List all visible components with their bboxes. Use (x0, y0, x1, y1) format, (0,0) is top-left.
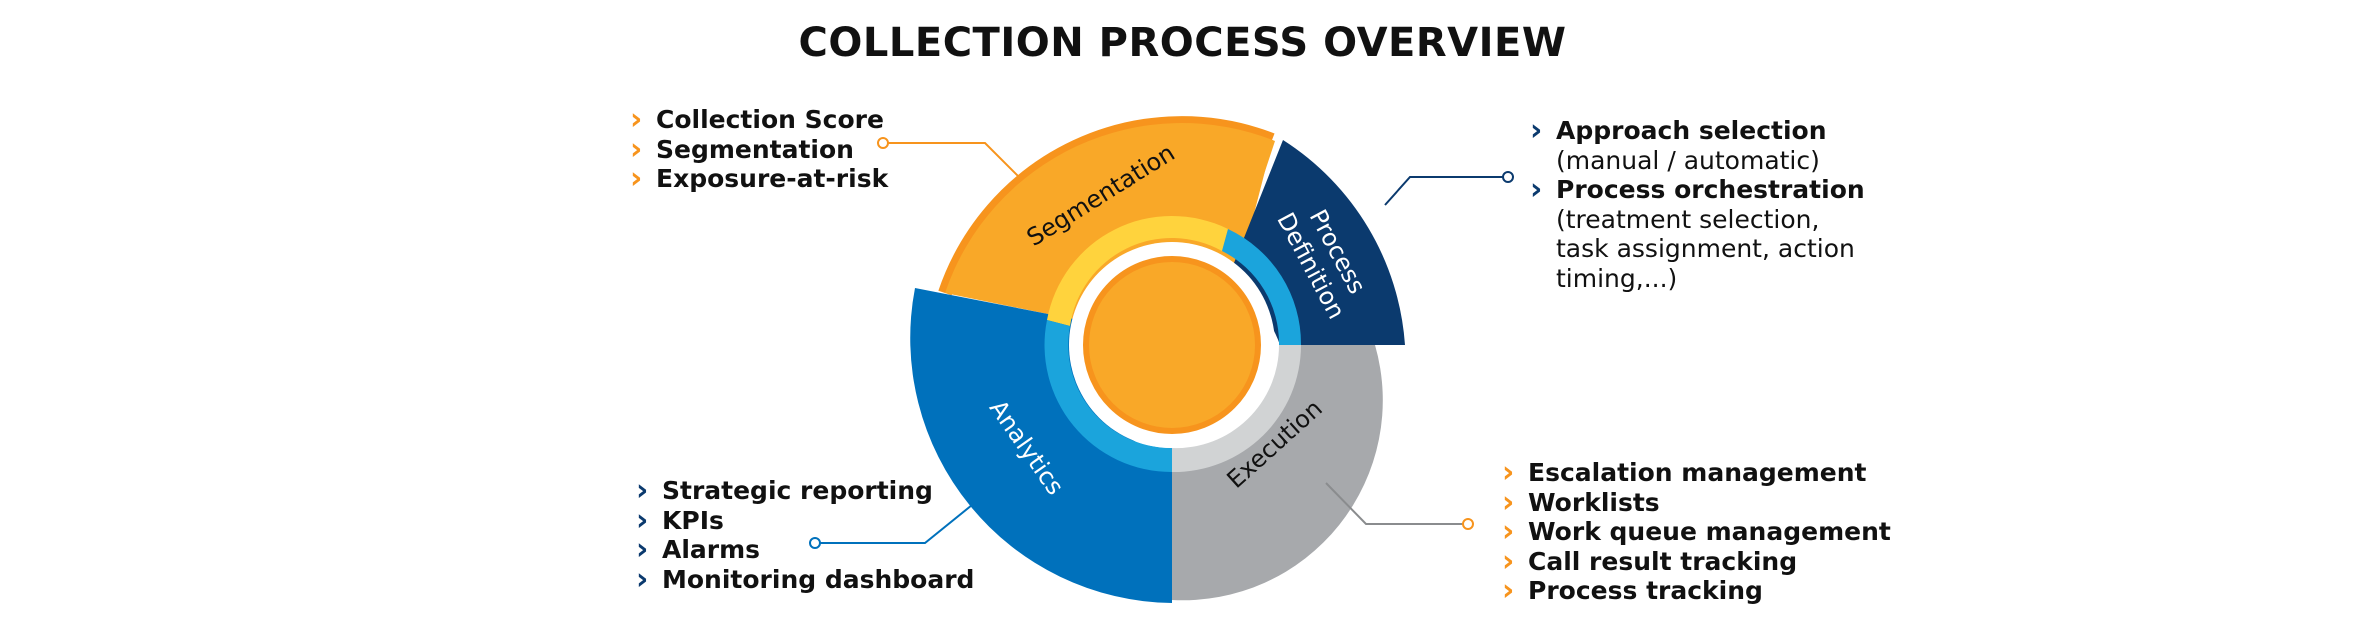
list-item: ›Worklists (1502, 484, 1660, 520)
chevron-right-icon: › (636, 561, 649, 597)
connector-end-process-definition (1502, 171, 1514, 183)
list-item: ›Work queue management (1502, 514, 1891, 549)
chevron-right-icon: › (1502, 455, 1515, 490)
list-item: ›Call result tracking (1502, 543, 1798, 579)
list-item: ›Strategic reporting (636, 473, 933, 508)
process-definition-list: ›Approach selection(manual / automatic) … (1528, 116, 1865, 293)
chevron-right-icon: › (1502, 573, 1515, 608)
connector-end-analytics (809, 537, 821, 549)
connector-analytics (815, 504, 973, 544)
page-title: COLLECTION PROCESS OVERVIEW (798, 20, 1567, 66)
list-item: ›KPIs (636, 502, 724, 538)
chevron-right-icon: › (1502, 514, 1515, 549)
list-item: ›Collection Score (630, 102, 884, 137)
list-item: ›Process orchestration(treatment selecti… (1530, 172, 1865, 293)
list-item: ›Escalation management (1502, 455, 1867, 490)
chevron-right-icon: › (630, 161, 643, 196)
segment-analytics (910, 288, 1172, 603)
core-orange (1083, 256, 1261, 434)
list-item: ›Approach selection(manual / automatic) (1530, 113, 1827, 175)
ring-yellow (1047, 215, 1228, 326)
connector-execution (1325, 482, 1468, 525)
segmentation-list: ›Collection Score ›Segmentation ›Exposur… (628, 105, 888, 194)
segment-execution (1172, 345, 1383, 601)
execution-list: ›Escalation management ›Worklists ›Work … (1500, 458, 1891, 606)
connector-end-segmentation (877, 137, 889, 149)
chevron-right-icon: › (1502, 543, 1515, 579)
chevron-right-icon: › (636, 532, 649, 567)
chevron-right-icon: › (630, 102, 643, 137)
analytics-list: ›Strategic reporting ›KPIs ›Alarms ›Moni… (634, 476, 974, 594)
list-item: ›Monitoring dashboard (636, 561, 975, 597)
connector-process-definition (1384, 176, 1508, 206)
ring-gray (1172, 345, 1301, 473)
connector-end-execution (1462, 518, 1474, 530)
chevron-right-icon: › (630, 131, 643, 167)
ring-blue (1222, 229, 1302, 345)
chevron-right-icon: › (636, 473, 649, 508)
chevron-right-icon: › (1530, 172, 1543, 207)
ring-cyan (1044, 320, 1172, 473)
list-item: ›Alarms (636, 532, 761, 567)
list-item: ›Exposure-at-risk (630, 161, 889, 196)
chevron-right-icon: › (636, 502, 649, 538)
connector-segmentation (883, 142, 1021, 179)
list-item: ›Segmentation (630, 131, 854, 167)
chevron-right-icon: › (1502, 484, 1515, 520)
list-item: ›Process tracking (1502, 573, 1763, 608)
chevron-right-icon: › (1530, 113, 1543, 148)
